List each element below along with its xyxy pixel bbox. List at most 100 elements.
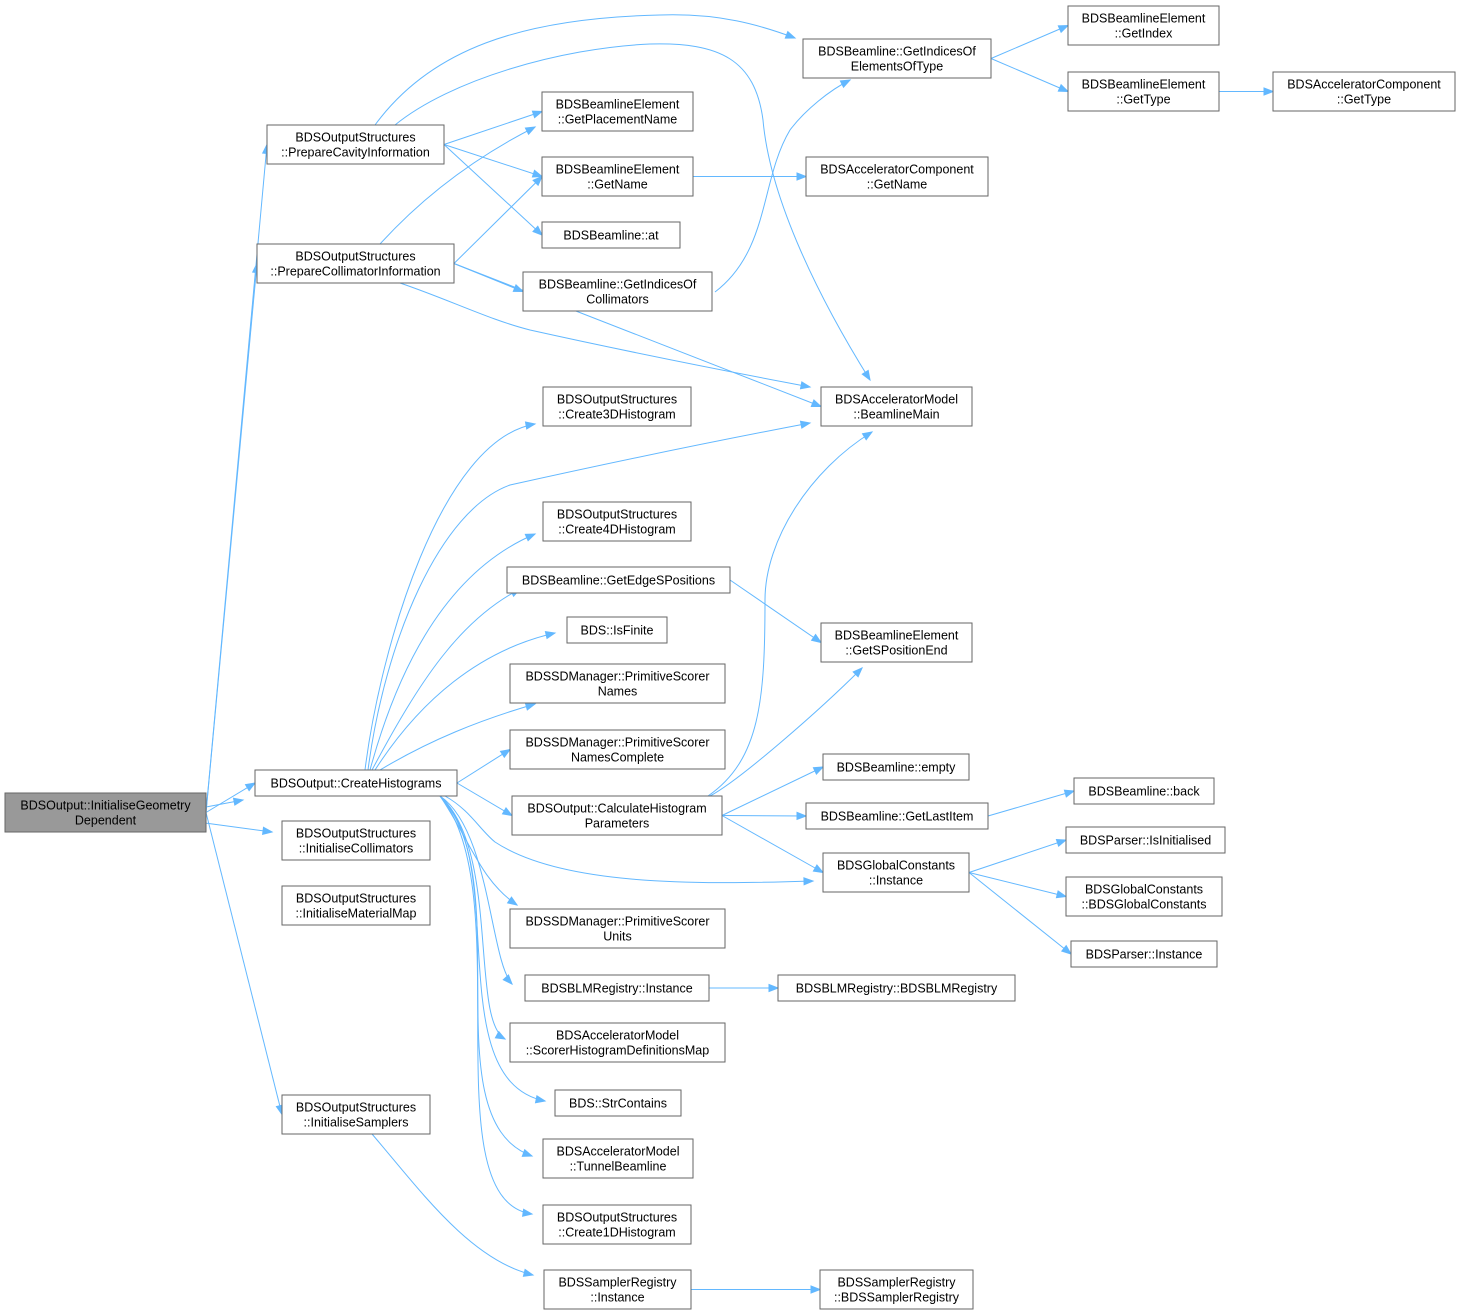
edge-getIdxType-to-getType (990, 58, 1070, 93)
edge-initGeom-to-initMat (204, 822, 274, 835)
arrowhead-icon (799, 381, 812, 390)
edge-line (394, 43, 871, 381)
arrowhead-icon (524, 126, 537, 136)
node-box (820, 386, 973, 427)
node-accCompGetName[interactable]: BDSAcceleratorComponent::GetName (805, 156, 989, 197)
node-box (541, 221, 681, 249)
edge-line (369, 533, 536, 771)
node-initSamp[interactable]: BDSOutputStructures::InitialiseSamplers (281, 1094, 431, 1135)
node-create3D[interactable]: BDSOutputStructures::Create3DHistogram (542, 386, 692, 427)
node-getIndex[interactable]: BDSBeamlineElement::GetIndex (1067, 5, 1220, 46)
node-accCompGetType[interactable]: BDSAcceleratorComponent::GetType (1272, 71, 1456, 112)
node-create1D[interactable]: BDSOutputStructures::Create1DHistogram (542, 1204, 692, 1245)
node-samplerInstance[interactable]: BDSSamplerRegistry::Instance (543, 1269, 692, 1310)
node-box (542, 501, 692, 542)
node-initMat[interactable]: BDSOutputStructures::InitialiseMaterialM… (281, 885, 431, 926)
arrowhead-icon (812, 766, 825, 775)
node-label-line: ::ScorerHistogramDefinitionsMap (526, 1044, 709, 1058)
edge-line (968, 839, 1067, 873)
node-box (802, 38, 992, 79)
edge-prepColl-to-getName (453, 175, 543, 264)
node-box (1070, 940, 1218, 968)
node-label-line: BDSOutputStructures (295, 250, 415, 264)
node-createHist[interactable]: BDSOutput::CreateHistograms (254, 769, 458, 797)
arrowhead-icon (521, 1208, 534, 1217)
node-getName[interactable]: BDSBeamlineElement::GetName (541, 156, 694, 197)
node-label-line: ::GetPlacementName (558, 113, 678, 127)
node-getEdgeS[interactable]: BDSBeamline::GetEdgeSPositions (506, 566, 731, 594)
edge-line (379, 126, 536, 245)
node-box (522, 271, 713, 312)
node-getPlacementName[interactable]: BDSBeamlineElement::GetPlacementName (541, 91, 694, 132)
node-beamlineMain[interactable]: BDSAcceleratorModel::BeamlineMain (820, 386, 973, 427)
node-primNamesComplete[interactable]: BDSSDManager::PrimitiveScorerNamesComple… (509, 729, 726, 770)
arrowhead-icon (544, 630, 557, 640)
arrowhead-icon (796, 811, 808, 821)
node-label-line: ::PrepareCavityInformation (281, 146, 430, 160)
node-parserIsInit[interactable]: BDSParser::IsInitialised (1065, 826, 1226, 854)
node-prepCavity[interactable]: BDSOutputStructures::PrepareCavityInform… (266, 124, 445, 165)
node-label-line: BDSBeamline::GetIndicesOf (818, 45, 976, 59)
arrowhead-icon (521, 1148, 534, 1157)
node-box (1065, 826, 1226, 854)
arrowhead-icon (244, 782, 257, 792)
arrowhead-icon (812, 864, 825, 874)
edge-line (709, 667, 863, 797)
node-box (281, 820, 431, 861)
arrowhead-icon (768, 983, 780, 993)
node-label-line: BDSBLMRegistry::BDSBLMRegistry (796, 982, 998, 996)
node-box (256, 243, 455, 284)
node-beamlineAt[interactable]: BDSBeamline::at (541, 221, 681, 249)
node-isFinite[interactable]: BDS::IsFinite (566, 616, 668, 644)
node-create4D[interactable]: BDSOutputStructures::Create4DHistogram (542, 501, 692, 542)
edge-line (439, 795, 518, 906)
node-getLastItem[interactable]: BDSBeamline::GetLastItem (805, 802, 989, 830)
node-scorerHistMap[interactable]: BDSAcceleratorModel::ScorerHistogramDefi… (509, 1022, 726, 1063)
edge-line (987, 790, 1075, 817)
edge-line (399, 282, 811, 388)
edge-createHist-to-isFinite (374, 630, 557, 771)
node-label-line: BDSSamplerRegistry (558, 1276, 677, 1290)
node-label-line: BDSBeamlineElement (556, 98, 680, 112)
edge-getLastItem-to-beamlineBack (987, 789, 1076, 817)
arrowhead-icon (784, 30, 797, 39)
arrowhead-icon (524, 421, 537, 430)
edge-gcInstance-to-gcCtor (968, 872, 1068, 899)
edge-line (968, 872, 1072, 955)
node-box (805, 156, 989, 197)
node-box (541, 156, 694, 197)
node-samplerCtor[interactable]: BDSSamplerRegistry::BDSSamplerRegistry (819, 1269, 974, 1310)
arrowhead-icon (532, 225, 544, 236)
node-tunnelBeamline[interactable]: BDSAcceleratorModel::TunnelBeamline (542, 1138, 694, 1179)
edge-createHist-to-blmInstance (439, 795, 513, 986)
node-beamlineEmpty[interactable]: BDSBeamline::empty (822, 753, 970, 781)
node-gcCtor[interactable]: BDSGlobalConstants::BDSGlobalConstants (1065, 876, 1223, 917)
node-box (254, 769, 458, 797)
edge-getEdgeS-to-getSPosEnd (729, 579, 823, 644)
node-getSPosEnd[interactable]: BDSBeamlineElement::GetSPositionEnd (820, 622, 973, 663)
node-blmInstance[interactable]: BDSBLMRegistry::Instance (524, 974, 710, 1002)
node-prepColl[interactable]: BDSOutputStructures::PrepareCollimatorIn… (256, 243, 455, 284)
node-box (1272, 71, 1456, 112)
node-label-line: Units (603, 930, 631, 944)
node-label-line: BDSOutputStructures (295, 131, 415, 145)
node-gcInstance[interactable]: BDSGlobalConstants::Instance (822, 852, 970, 893)
node-blmCtor[interactable]: BDSBLMRegistry::BDSBLMRegistry (777, 974, 1016, 1002)
node-strContains[interactable]: BDS::StrContains (554, 1089, 682, 1117)
node-parserInstance[interactable]: BDSParser::Instance (1070, 940, 1218, 968)
node-initColl[interactable]: BDSOutputStructures::InitialiseCollimato… (281, 820, 431, 861)
edge-line (721, 815, 807, 817)
node-label-line: BDSOutputStructures (557, 393, 677, 407)
node-label-line: ::BDSGlobalConstants (1081, 898, 1206, 912)
node-label-line: BDS::StrContains (569, 1097, 667, 1111)
node-box (805, 802, 989, 830)
node-beamlineBack[interactable]: BDSBeamline::back (1073, 777, 1215, 805)
node-getType[interactable]: BDSBeamlineElement::GetType (1067, 71, 1220, 112)
arrowhead-icon (1060, 944, 1073, 955)
node-label-line: Collimators (586, 293, 649, 307)
